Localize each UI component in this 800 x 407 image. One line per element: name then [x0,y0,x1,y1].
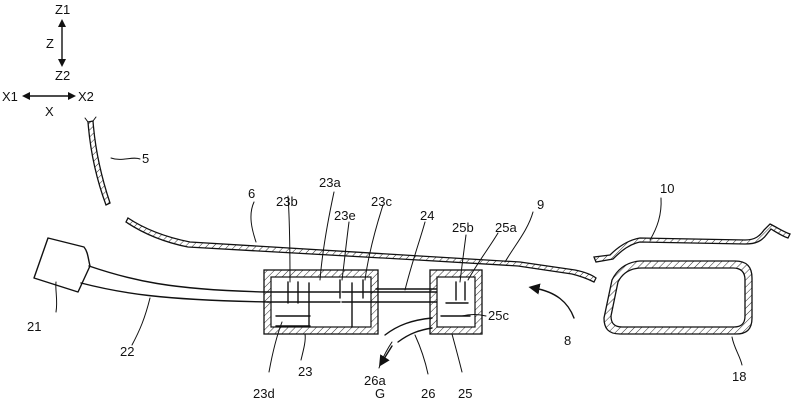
frame-18 [603,260,753,335]
label-26a: 26a [364,373,386,388]
label-8: 8 [564,333,571,348]
z1-arrowhead [58,19,66,27]
axis-z-label: Z [46,36,54,51]
label-23e: 23e [334,208,356,223]
z2-arrowhead [58,59,66,67]
label-22: 22 [120,344,134,359]
housing-25 [429,269,483,335]
panel-5 [84,116,111,206]
label-18: 18 [732,369,746,384]
label-25a: 25a [495,220,517,235]
arrow-8 [528,283,575,319]
label-6: 6 [248,186,255,201]
hose-22 [80,265,269,303]
inlet-21 [33,237,91,293]
axis-indicator: Z1 Z Z2 X1 X2 X [2,2,94,119]
label-24: 24 [420,208,434,223]
leader-lines [55,157,743,375]
axis-z1-label: Z1 [55,2,70,17]
label-21: 21 [27,319,41,334]
label-25c: 25c [488,308,509,323]
reference-labels: 5 6 8 9 10 18 21 22 23 23a 23b 23c 23d 2… [27,151,746,401]
axis-z2-label: Z2 [55,68,70,83]
label-23c: 23c [371,194,392,209]
x1-arrowhead [22,92,30,100]
label-23a: 23a [319,175,341,190]
label-25b: 25b [452,220,474,235]
label-23d: 23d [253,386,275,401]
duct-plate-6 [125,217,597,283]
x2-arrowhead [68,92,76,100]
axis-x-label: X [45,104,54,119]
axis-x1-label: X1 [2,89,18,104]
label-g: G [375,386,385,401]
label-10: 10 [660,181,674,196]
axis-x2-label: X2 [78,89,94,104]
label-5: 5 [142,151,149,166]
label-26: 26 [421,386,435,401]
panel-10 [593,223,791,263]
shaft-24 [267,288,445,303]
label-9: 9 [537,197,544,212]
outlet-26 [384,317,433,343]
label-23b: 23b [276,194,298,209]
label-25: 25 [458,386,472,401]
label-23: 23 [298,364,312,379]
flow-arrow-g [379,345,393,367]
